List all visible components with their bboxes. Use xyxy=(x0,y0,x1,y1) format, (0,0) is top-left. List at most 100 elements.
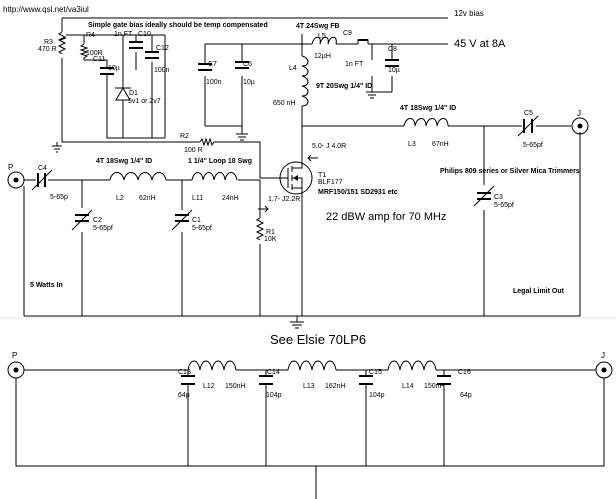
c1-value: 5-65pf xyxy=(192,225,212,232)
c2-value: 5-65pf xyxy=(93,225,113,232)
c6-capacitor xyxy=(235,61,249,69)
c14-capacitor xyxy=(259,375,273,385)
c1-trimmer xyxy=(171,209,193,231)
c14-name: C14 xyxy=(267,369,280,376)
ground-symbol-bias xyxy=(236,133,248,141)
amp-wiring xyxy=(23,17,581,317)
c11-capacitor xyxy=(100,67,114,82)
r2-value: 100 R xyxy=(184,147,203,154)
c13-value: 64p xyxy=(178,392,190,399)
t1-value: BLF177 xyxy=(318,179,343,186)
supply-rail-label: 45 V at 8A xyxy=(454,38,506,50)
d1-zener xyxy=(115,87,131,101)
l5-value: 12µH xyxy=(314,53,331,60)
z-in-label: 1.7- J2.2R xyxy=(268,196,300,203)
c8-name: C8 xyxy=(388,46,397,53)
l13-name: L13 xyxy=(303,383,315,390)
bias-note: Simple gate bias ideally should be temp … xyxy=(88,22,268,29)
input-power-label: 5 Watts In xyxy=(30,282,63,289)
l12-value: 150nH xyxy=(225,383,246,390)
c16-value: 64p xyxy=(460,392,472,399)
z-out-arrow xyxy=(307,154,318,162)
l2-value: 62nH xyxy=(139,195,156,202)
filter-port-out: J xyxy=(601,351,605,360)
r3-name: R3 xyxy=(44,39,53,46)
l3-inductor xyxy=(403,118,449,127)
c14-value: 104p xyxy=(266,392,282,399)
c13-name: C13 xyxy=(178,369,191,376)
amp-title: 22 dBW amp for 70 MHz xyxy=(326,211,446,223)
output-power-label: Legal Limit Out xyxy=(513,288,565,295)
c12-value: 100n xyxy=(154,67,170,74)
filter-port-in: P xyxy=(12,351,17,360)
l3-value: 67nH xyxy=(432,141,449,148)
l12-inductor xyxy=(187,360,237,371)
trimmer-note: Philips 809 series or Silver Mica Trimme… xyxy=(440,168,580,175)
l5-choke xyxy=(311,36,337,45)
ground-symbol-supply xyxy=(366,91,378,99)
c3-name: C3 xyxy=(494,194,503,201)
l11-name: L11 xyxy=(192,195,203,202)
r1-name: R1 xyxy=(266,229,275,236)
l3-name: L3 xyxy=(408,141,416,148)
c8-capacitor xyxy=(385,59,399,67)
c7-value: 100n xyxy=(206,79,222,86)
r4-resistor xyxy=(79,43,89,59)
l14-name: L14 xyxy=(402,383,414,390)
c1-name: C1 xyxy=(192,217,201,224)
t1-alternates: MRF150/151 SD2931 etc xyxy=(318,189,398,196)
c15-capacitor xyxy=(359,375,373,385)
c5-name: C5 xyxy=(524,110,533,117)
l12-name: L12 xyxy=(203,383,215,390)
d1-value: 5v1 or 2v7 xyxy=(128,98,161,105)
c10-capacitor xyxy=(129,41,143,49)
c7-capacitor xyxy=(198,63,212,71)
c15-value: 104p xyxy=(369,392,385,399)
c2-name: C2 xyxy=(93,217,102,224)
t1-mosfet xyxy=(279,160,313,195)
c10-value: 1n FT xyxy=(114,31,133,38)
bias-ground-symbol xyxy=(52,142,62,153)
l4-value: 650 nH xyxy=(273,100,296,107)
c12-capacitor xyxy=(145,51,159,59)
l3-note: 4T 18Swg 1/4" ID xyxy=(400,105,456,112)
l13-value: 162nH xyxy=(325,383,346,390)
c12-name: C12 xyxy=(156,45,169,52)
c13-capacitor xyxy=(181,375,195,385)
c4-trimmer xyxy=(31,169,53,191)
d1-name: D1 xyxy=(129,90,138,97)
input-connector xyxy=(7,171,25,189)
c6-value: 10µ xyxy=(243,79,255,86)
l11-value: 24nH xyxy=(222,195,239,202)
c16-name: C16 xyxy=(458,369,471,376)
t1-name: T1 xyxy=(318,172,326,179)
c16-capacitor xyxy=(437,375,451,385)
r3-value: 470 R xyxy=(38,46,57,53)
l2-note: 4T 18Swg 1/4" ID xyxy=(96,158,152,165)
l14-value: 150nH xyxy=(424,383,445,390)
filter-output-connector xyxy=(595,361,613,379)
amp-ground-symbol xyxy=(290,316,304,329)
c3-value: 5-65pf xyxy=(494,202,514,209)
output-connector xyxy=(571,117,589,135)
r4-value: 100R xyxy=(86,50,103,57)
l4-note: 4T 24Swg FB xyxy=(296,23,340,30)
c9-value: 1n FT xyxy=(345,61,364,68)
l5-name: L5 xyxy=(318,33,326,40)
r2-name: R2 xyxy=(180,133,189,140)
z-out-label: 5.0- J 4.0R xyxy=(312,143,346,150)
l5-note: 9T 20Swg 1/4" ID xyxy=(316,83,372,90)
c11-name: C11 xyxy=(93,56,105,63)
r1-value: 10K xyxy=(264,236,277,243)
c6-name: C6 xyxy=(243,61,252,68)
l2-name: L2 xyxy=(116,195,124,202)
amp-port-out: J xyxy=(577,109,581,118)
c7-name: C7 xyxy=(208,61,217,68)
c8-value: 10µ xyxy=(388,67,400,74)
c9-name: C9 xyxy=(343,30,352,37)
c4-name: C4 xyxy=(38,165,47,172)
c5-value: 5-65pf xyxy=(523,142,543,149)
filter-title: See Elsie 70LP6 xyxy=(270,332,366,347)
